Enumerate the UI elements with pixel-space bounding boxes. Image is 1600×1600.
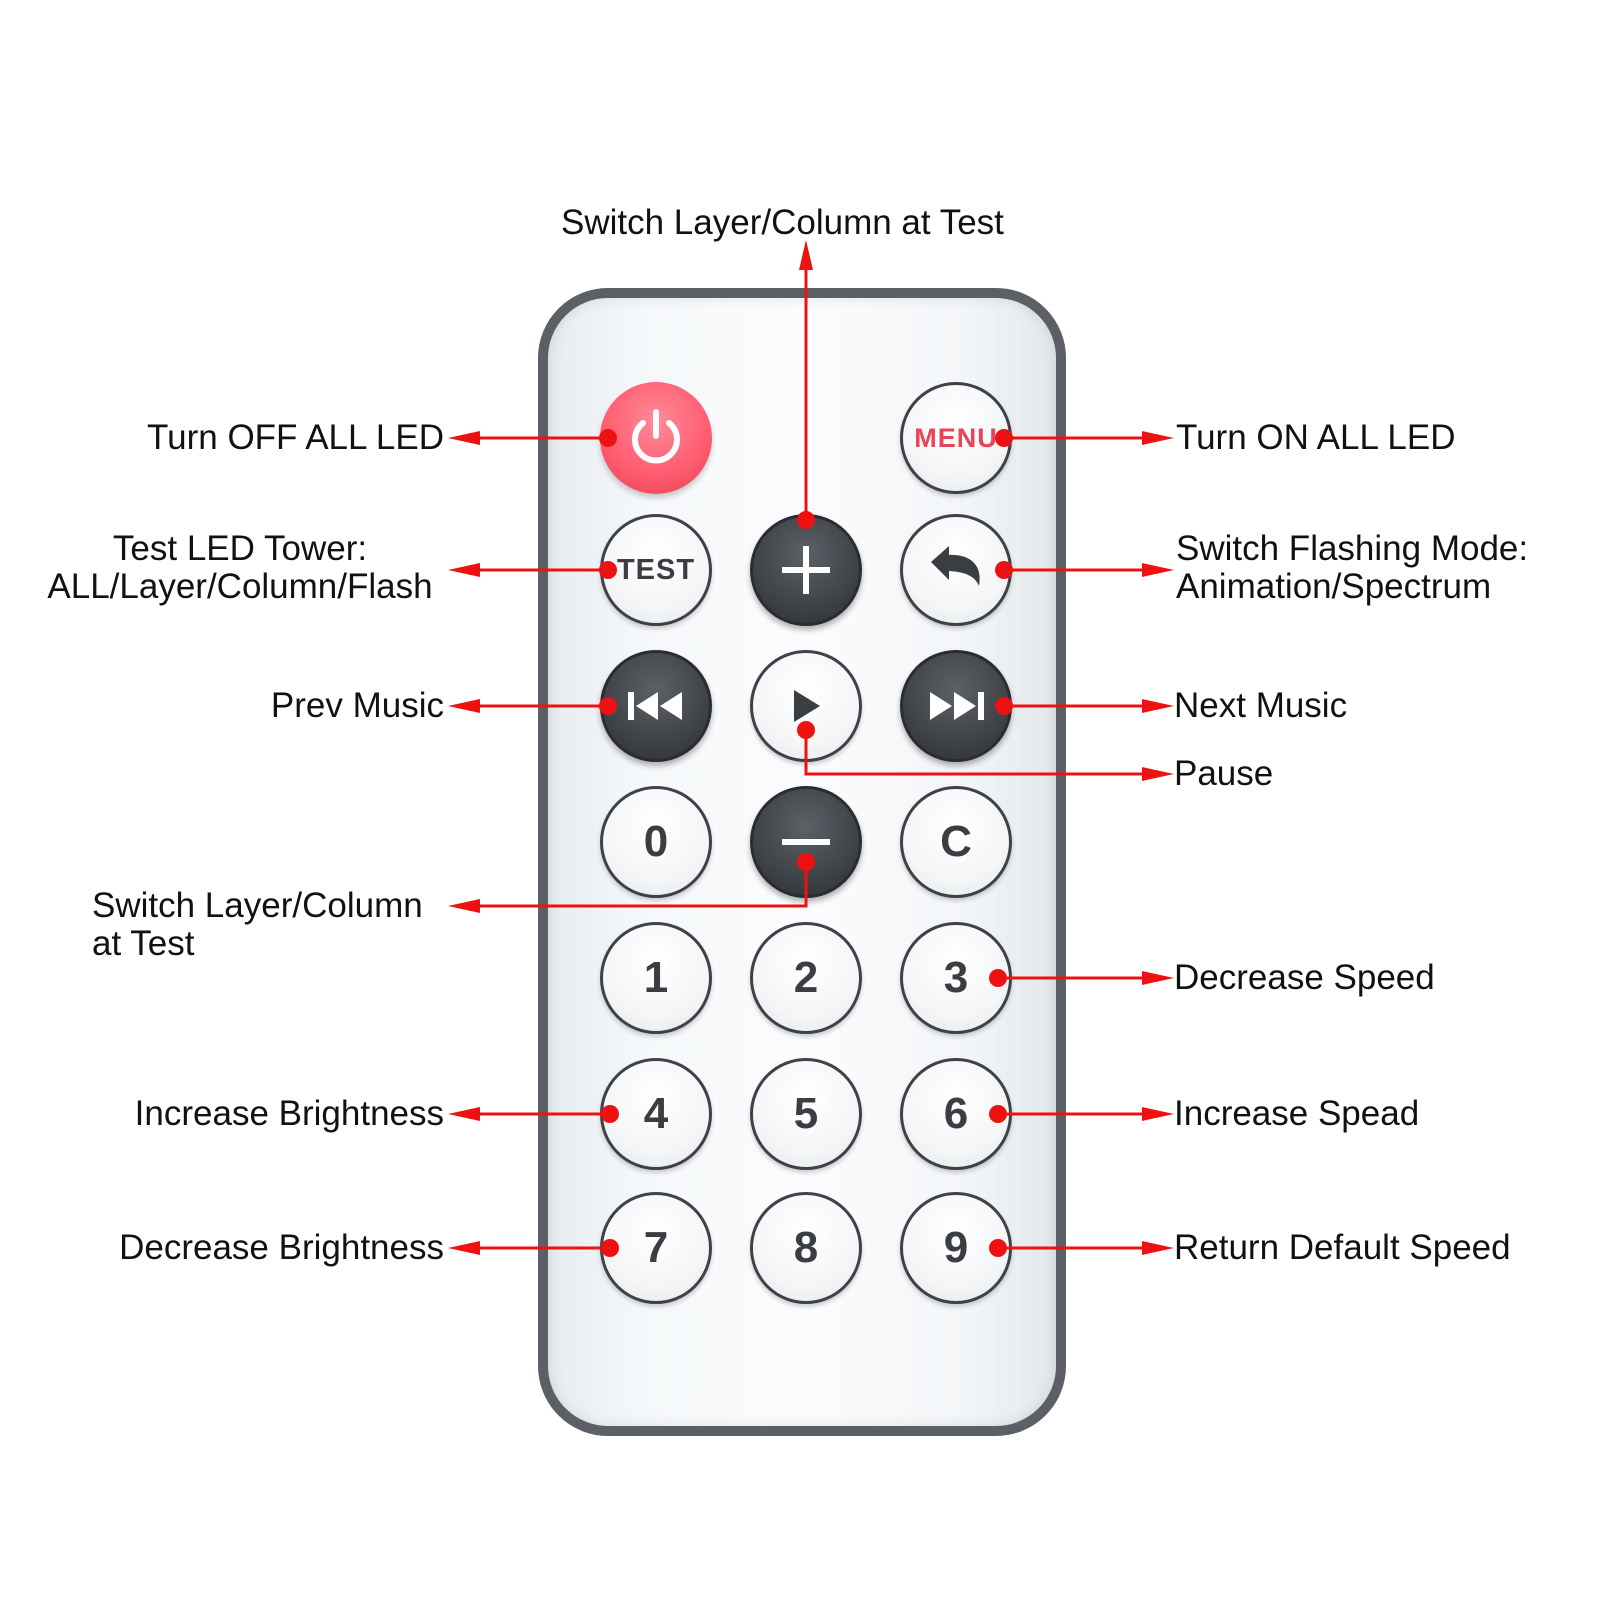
power-button[interactable] bbox=[600, 382, 712, 494]
callout-pause: Pause bbox=[1174, 754, 1274, 793]
callout-test-line1: Test LED Tower: bbox=[112, 529, 368, 568]
rewind-icon bbox=[628, 692, 682, 720]
seven-button-label: 7 bbox=[643, 1223, 669, 1272]
two-button[interactable]: 2 bbox=[750, 922, 862, 1034]
menu-button[interactable]: MENU bbox=[900, 382, 1012, 494]
callout-four: Increase Brightness bbox=[134, 1094, 444, 1133]
callout-mode-line2: Animation/Spectrum bbox=[1176, 567, 1492, 606]
seven-button[interactable]: 7 bbox=[600, 1192, 712, 1304]
plus-icon bbox=[782, 546, 830, 594]
callout-minus: Switch Layer/Column at Test bbox=[92, 887, 423, 963]
power-icon bbox=[632, 409, 680, 464]
nine-button[interactable]: 9 bbox=[900, 1192, 1012, 1304]
callout-six: Increase Spead bbox=[1174, 1094, 1420, 1133]
nine-button-label: 9 bbox=[943, 1223, 969, 1272]
callout-seven: Decrease Brightness bbox=[119, 1228, 444, 1267]
play-pause-button[interactable] bbox=[750, 650, 862, 762]
eight-button[interactable]: 8 bbox=[750, 1192, 862, 1304]
callout-next: Next Music bbox=[1174, 686, 1348, 725]
clear-button[interactable]: C bbox=[900, 786, 1012, 898]
three-button-label: 3 bbox=[943, 953, 969, 1002]
callout-prev: Prev Music bbox=[270, 686, 444, 725]
callout-test-line2: ALL/Layer/Column/Flash bbox=[47, 567, 433, 606]
callout-top-plus: Switch Layer/Column at Test bbox=[561, 203, 1004, 242]
callout-menu: Turn ON ALL LED bbox=[1176, 418, 1456, 457]
eight-button-label: 8 bbox=[793, 1223, 819, 1272]
callout-minus-line1: Switch Layer/Column bbox=[92, 886, 423, 925]
six-button-label: 6 bbox=[943, 1089, 969, 1138]
clear-button-label: C bbox=[940, 817, 972, 866]
return-arrow-icon bbox=[931, 546, 980, 586]
callout-three: Decrease Speed bbox=[1174, 958, 1435, 997]
four-button-label: 4 bbox=[643, 1089, 669, 1138]
six-button[interactable]: 6 bbox=[900, 1058, 1012, 1170]
mode-button[interactable] bbox=[900, 514, 1012, 626]
zero-button-label: 0 bbox=[643, 817, 669, 866]
minus-icon bbox=[782, 839, 830, 845]
zero-button[interactable]: 0 bbox=[600, 786, 712, 898]
one-button[interactable]: 1 bbox=[600, 922, 712, 1034]
five-button-label: 5 bbox=[793, 1089, 819, 1138]
prev-music-button[interactable] bbox=[600, 650, 712, 762]
callout-minus-line2: at Test bbox=[92, 924, 195, 963]
five-button[interactable]: 5 bbox=[750, 1058, 862, 1170]
callout-mode-line1: Switch Flashing Mode: bbox=[1176, 529, 1529, 568]
minus-button[interactable] bbox=[750, 786, 862, 898]
three-button[interactable]: 3 bbox=[900, 922, 1012, 1034]
play-icon bbox=[794, 690, 820, 722]
one-button-label: 1 bbox=[643, 953, 669, 1002]
callout-power: Turn OFF ALL LED bbox=[147, 418, 444, 457]
callout-mode: Switch Flashing Mode: Animation/Spectrum bbox=[1176, 530, 1528, 606]
test-button-label: TEST bbox=[616, 553, 696, 586]
two-button-label: 2 bbox=[793, 953, 819, 1002]
test-button[interactable]: TEST bbox=[600, 514, 712, 626]
next-music-button[interactable] bbox=[900, 650, 1012, 762]
callout-nine: Return Default Speed bbox=[1174, 1228, 1511, 1267]
menu-button-label: MENU bbox=[914, 422, 998, 453]
four-button[interactable]: 4 bbox=[600, 1058, 712, 1170]
plus-button[interactable] bbox=[750, 514, 862, 626]
callout-test: Test LED Tower: ALL/Layer/Column/Flash bbox=[32, 530, 448, 606]
fast-forward-icon bbox=[930, 692, 984, 720]
